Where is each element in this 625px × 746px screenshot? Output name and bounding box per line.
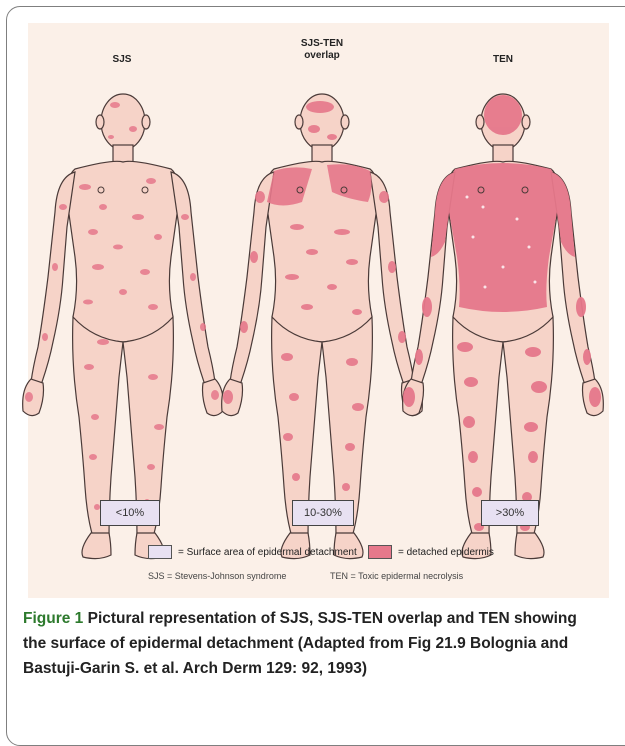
figure-caption: Figure 1 Pictural representation of SJS,…: [23, 606, 603, 681]
percent-box-sjs: <10%: [100, 500, 160, 526]
detached-swatch: [368, 545, 392, 559]
body-sjs: [23, 94, 224, 559]
footnote-sjs: SJS = Stevens-Johnson syndrome: [148, 571, 286, 581]
body-ten: [403, 94, 604, 559]
footnote-ten: TEN = Toxic epidermal necrolysis: [330, 571, 463, 581]
legend-surface-area-label: = Surface area of epidermal detachment: [178, 547, 357, 558]
percent-box-ten: >30%: [481, 500, 539, 526]
legend-detached-label: = detached epidermis: [398, 547, 494, 558]
caption-text: Pictural representation of SJS, SJS-TEN …: [23, 610, 577, 677]
legend-detached: = detached epidermis: [368, 542, 494, 562]
body-overlap: [222, 94, 423, 559]
legend-surface-area: = Surface area of epidermal detachment: [148, 542, 357, 562]
caption-label: Figure 1: [23, 610, 83, 627]
surface-area-swatch: [148, 545, 172, 559]
percent-box-overlap: 10-30%: [292, 500, 354, 526]
